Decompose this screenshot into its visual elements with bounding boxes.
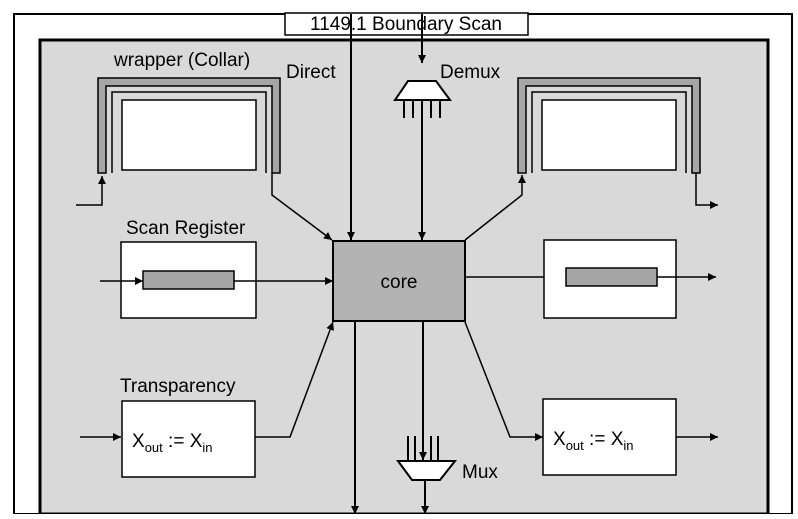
transparency-label: Transparency [120,376,236,397]
mux-label: Mux [462,462,498,483]
collar-right-input [464,175,526,241]
collar-left-input [76,176,106,206]
wrapper-label: wrapper (Collar) [113,50,250,71]
wrapper-collar-left [97,77,281,174]
direct-label: Direct [286,62,336,83]
demux-label: Demux [440,62,501,83]
demux-shape [393,80,452,101]
scan-register-left-bar [142,270,235,290]
transparency-box-right [542,398,677,476]
scan-register-right-bar [565,267,658,287]
collar-right-output [695,173,718,209]
wrapper-collar-right [517,77,701,174]
core-label: core [381,272,418,293]
transparency-formula-left: Xout := Xin [132,431,213,455]
core-block [332,240,466,322]
collar-left-output [271,173,333,241]
mux-shape [396,460,458,481]
core-to-transparency-right [464,321,543,441]
transparency-left-to-core [255,321,334,438]
transparency-formula-right: Xout := Xin [553,429,634,453]
transparency-box-left [121,400,256,478]
scan-register-label: Scan Register [126,218,246,239]
title-label: 1149.1 Boundary Scan [310,14,502,35]
title-box [284,12,529,36]
